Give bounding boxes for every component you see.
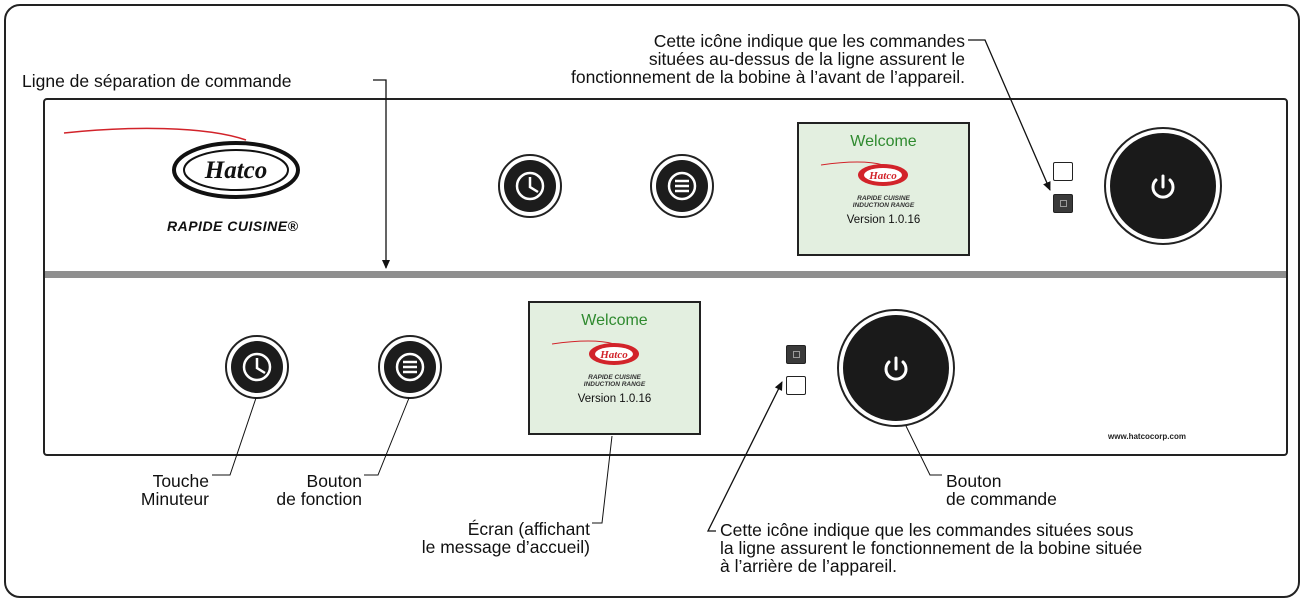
welcome-text: Welcome	[850, 133, 917, 150]
version-text: Version 1.0.16	[577, 393, 652, 405]
screen-subtitle-line1: RAPIDE CUISINE	[588, 374, 641, 381]
screen-logo-text: Hatco	[599, 349, 628, 361]
screen-subtitle-line2: INDUCTION RANGE	[583, 381, 646, 388]
control-separation-line	[45, 271, 1286, 278]
callout-control-knob: Bouton de commande	[946, 471, 1057, 509]
screen-logo: Hatco	[820, 161, 908, 186]
callout-timer-key: Touche Minuteur	[140, 471, 209, 509]
welcome-text: Welcome	[581, 312, 648, 329]
diagram-frame	[4, 4, 1300, 598]
callout-function-button: Bouton de fonction	[276, 471, 362, 509]
callout-screen: Écran (affichant le message d’accueil)	[421, 519, 590, 557]
product-name: RAPIDE CUISINE®	[167, 218, 299, 234]
screen-logo-text: Hatco	[868, 170, 897, 182]
bottom-display-screen: Welcome Hatco RAPIDE CUISINE INDUCTION R…	[528, 301, 701, 435]
website-url: www.hatcocorp.com	[1108, 432, 1186, 441]
rear-coil-indicator-light	[786, 376, 806, 395]
front-coil-indicator-light	[1053, 162, 1073, 181]
callout-bottom-icon: Cette icône indique que les commandes si…	[720, 520, 1143, 576]
top-display-screen: Welcome Hatco RAPIDE CUISINE INDUCTION R…	[797, 122, 970, 256]
callout-separation-line: Ligne de séparation de commande	[22, 71, 292, 91]
screen-subtitle-line2: INDUCTION RANGE	[852, 202, 915, 209]
rear-coil-indicator-active	[786, 345, 806, 364]
front-coil-indicator-active	[1053, 194, 1073, 213]
callout-top-icon: Cette icône indique que les commandes si…	[570, 31, 965, 87]
version-text: Version 1.0.16	[846, 214, 921, 226]
screen-logo: Hatco	[551, 340, 639, 365]
screen-subtitle-line1: RAPIDE CUISINE	[857, 195, 910, 202]
